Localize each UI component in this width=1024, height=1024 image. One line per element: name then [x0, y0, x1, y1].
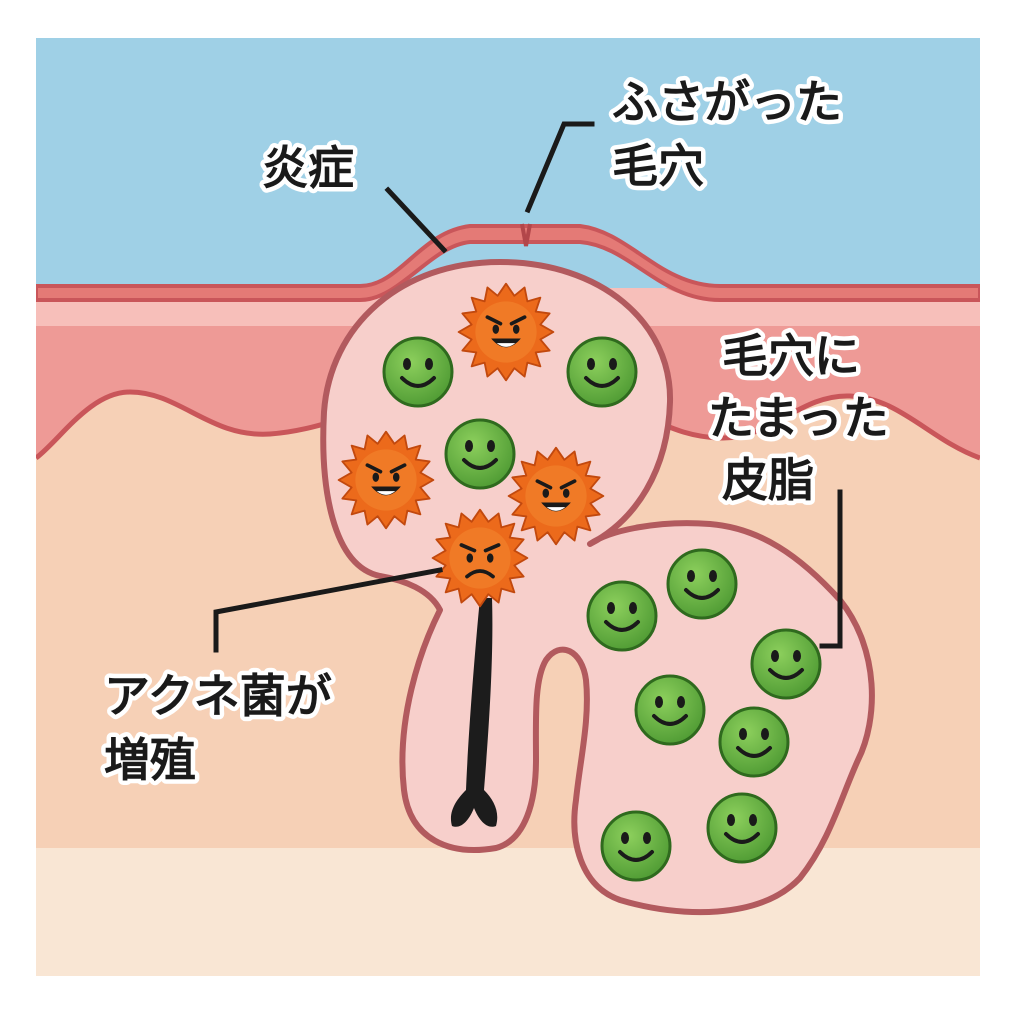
sebum-smiley-icon	[718, 706, 790, 778]
acne-bacteria-icon	[430, 507, 530, 609]
hair-icon	[450, 598, 498, 827]
acne-bacteria-icon	[456, 281, 556, 383]
sebum-smiley-icon	[566, 336, 638, 408]
acne-bacteria-icon	[506, 445, 606, 547]
sebum-smiley-icon	[750, 628, 822, 700]
label-sebum-line1: 毛穴に	[722, 329, 860, 383]
sebum-smiley-icon	[586, 580, 658, 652]
closed-pore-notch	[520, 223, 532, 247]
leader-clogged-pore	[524, 121, 595, 214]
sebum-smiley-icon	[666, 548, 738, 620]
sebum-smiley-icon	[706, 792, 778, 864]
label-inflammation: 炎症	[262, 141, 354, 195]
label-sebum-line3: 皮脂	[722, 453, 814, 507]
label-clogged-pore-line2: 毛穴	[612, 139, 704, 193]
sebum-smiley-icon	[634, 674, 706, 746]
sebum-smiley-icon	[444, 418, 516, 490]
label-bacteria-line1: アクネ菌が	[104, 669, 332, 723]
acne-bacteria-icon	[336, 429, 436, 531]
sky-region	[36, 38, 980, 288]
leader-inflammation	[384, 186, 448, 254]
label-clogged-pore-line1: ふさがった	[612, 75, 842, 129]
leader-bacteria	[213, 567, 443, 653]
leader-sebum	[819, 489, 843, 649]
sebum-smiley-icon	[382, 336, 454, 408]
label-sebum-line2: たまった	[708, 391, 889, 445]
sebum-smiley-icon	[600, 810, 672, 882]
label-bacteria-line2: 増殖	[104, 733, 196, 787]
